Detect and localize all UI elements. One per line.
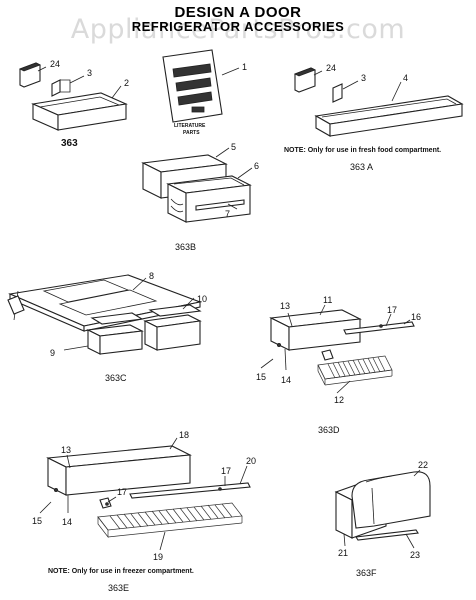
group-label-363f: 363F bbox=[356, 568, 377, 578]
part-label-1: 1 bbox=[242, 62, 247, 72]
group-label-363: 363 bbox=[61, 138, 78, 149]
part-label-13b: 13 bbox=[61, 445, 71, 455]
part-label-19: 19 bbox=[153, 552, 163, 562]
part-11-basket-frame bbox=[269, 309, 362, 351]
part-label-17: 17 bbox=[387, 305, 397, 315]
part-label-23: 23 bbox=[410, 550, 420, 560]
part-label-10: 10 bbox=[197, 294, 207, 304]
part-label-9: 9 bbox=[50, 348, 55, 358]
watermark: AppliancePartsPros.com bbox=[70, 14, 406, 45]
part-label-20: 20 bbox=[246, 456, 256, 466]
part-24-small-bracket bbox=[19, 62, 41, 88]
part-19-wire-basket bbox=[97, 497, 243, 539]
part-label-8: 8 bbox=[149, 271, 154, 281]
part-label-22: 22 bbox=[418, 460, 428, 470]
part-10-crisper-pan bbox=[143, 304, 202, 351]
part-label-15b: 15 bbox=[32, 516, 42, 526]
note-fresh-food: NOTE: Only for use in fresh food compart… bbox=[284, 147, 441, 154]
literature-parts-label: PARTS bbox=[183, 130, 200, 136]
part-2-door-bin bbox=[31, 92, 128, 131]
part-7-handle bbox=[195, 199, 245, 211]
part-label-17b: 17 bbox=[117, 487, 127, 497]
part-18-basket-frame bbox=[46, 445, 192, 496]
part-label-16: 16 bbox=[411, 312, 421, 322]
group-label-363c: 363C bbox=[105, 373, 127, 383]
part-24-small-bracket-363a bbox=[294, 67, 316, 93]
note-freezer: NOTE: Only for use in freezer compartmen… bbox=[48, 568, 194, 575]
literature-label: LITERATURE bbox=[174, 123, 206, 129]
part-label-2: 2 bbox=[124, 78, 129, 88]
part-label-5: 5 bbox=[231, 142, 236, 152]
part-1-literature-booklet bbox=[162, 49, 223, 123]
part-23-slide-bar bbox=[355, 529, 419, 541]
part-label-15: 15 bbox=[256, 372, 266, 382]
page-title: DESIGN A DOOR bbox=[174, 4, 302, 21]
part-12-wire-basket bbox=[317, 349, 393, 386]
part-label-24: 24 bbox=[50, 59, 60, 69]
part-label-18: 18 bbox=[179, 430, 189, 440]
part-20-rail bbox=[129, 482, 251, 499]
part-label-21: 21 bbox=[338, 548, 348, 558]
group-label-363e: 363E bbox=[108, 583, 129, 593]
part-4-long-door-bin bbox=[314, 95, 464, 137]
part-label-14b: 14 bbox=[62, 517, 72, 527]
part-label-4: 4 bbox=[403, 73, 408, 83]
part-8-shelf-frame bbox=[7, 274, 202, 332]
part-label-24b: 24 bbox=[326, 63, 336, 73]
part-label-11: 11 bbox=[323, 295, 332, 305]
part-label-3b: 3 bbox=[361, 73, 366, 83]
part-label-6: 6 bbox=[254, 161, 259, 171]
group-label-363b: 363B bbox=[175, 242, 196, 252]
part-label-17c: 17 bbox=[221, 466, 231, 476]
page-subtitle: REFRIGERATOR ACCESSORIES bbox=[131, 19, 345, 34]
group-label-363a: 363 A bbox=[350, 162, 373, 172]
part-6-meat-pan bbox=[166, 175, 252, 223]
part-label-3: 3 bbox=[87, 68, 92, 78]
part-label-7: 7 bbox=[225, 209, 230, 219]
part-9-crisper-pan bbox=[86, 312, 144, 355]
part-16-rail bbox=[343, 321, 415, 335]
part-3-clip bbox=[51, 79, 71, 97]
part-label-12: 12 bbox=[334, 395, 344, 405]
part-label-13: 13 bbox=[280, 301, 290, 311]
part-label-14: 14 bbox=[281, 375, 291, 385]
part-22-roll-cover bbox=[351, 471, 431, 529]
group-label-363d: 363D bbox=[318, 425, 340, 435]
part-3-clip-363a bbox=[332, 83, 343, 103]
